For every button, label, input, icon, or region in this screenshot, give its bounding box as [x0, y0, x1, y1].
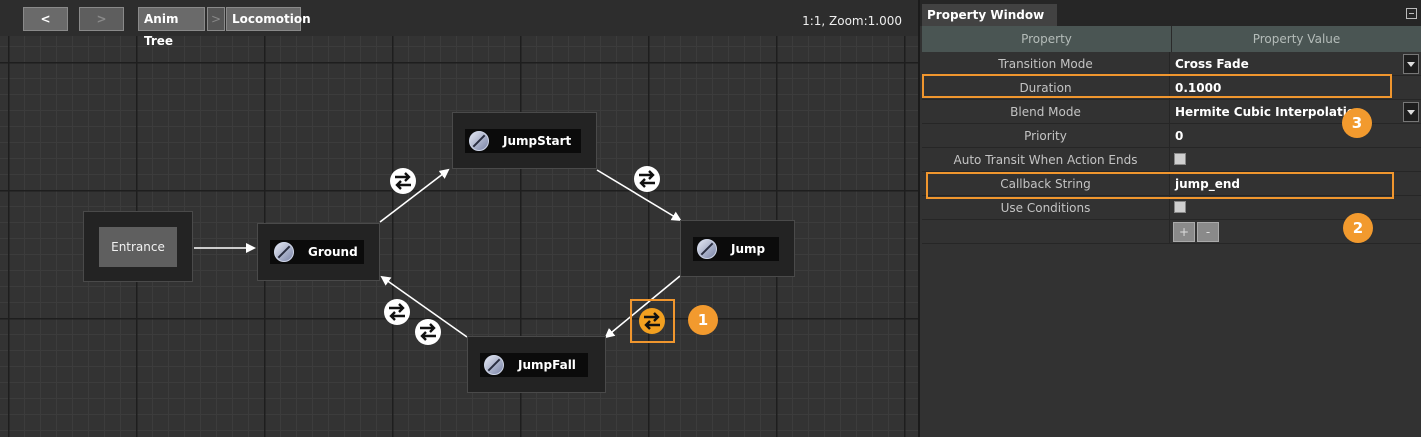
pin-icon[interactable] [1406, 8, 1417, 19]
transition-icon-jumpstart-jump[interactable] [634, 166, 660, 192]
entrance-node[interactable]: Entrance [83, 211, 193, 282]
swap-arrows-icon [644, 312, 660, 330]
blend-mode-select[interactable]: Hermite Cubic Interpolation [1175, 105, 1364, 119]
state-node-label: Ground [308, 245, 358, 259]
transition-mode-select[interactable]: Cross Fade [1175, 57, 1249, 71]
row-priority: Priority 0 [922, 124, 1421, 148]
state-node-jumpfall[interactable]: JumpFall [467, 336, 606, 393]
state-node-ground[interactable]: Ground [257, 223, 380, 281]
callback-highlight [926, 172, 1394, 199]
property-name-empty [922, 220, 1170, 244]
state-icon [274, 242, 294, 262]
back-button[interactable]: < [23, 7, 68, 31]
callout-badge-3: 3 [1342, 108, 1372, 138]
callout-badge-2: 2 [1343, 213, 1373, 243]
transition-ground-jumpstart [379, 168, 450, 223]
property-name: Callback String [922, 172, 1170, 196]
transition-arrows [194, 168, 682, 339]
anim-graph-canvas[interactable]: < > Anim Tree > Locomotion 1:1, Zoom:1.0… [0, 0, 918, 437]
property-name: Transition Mode [922, 52, 1170, 76]
chevron-down-icon[interactable] [1403, 102, 1419, 122]
row-duration: Duration 0.1000 [922, 76, 1421, 100]
property-table-header: Property Property Value [922, 26, 1421, 52]
zoom-readout: 1:1, Zoom:1.000 [802, 14, 902, 28]
state-icon [484, 354, 504, 375]
selected-transition-highlight [630, 299, 675, 343]
header-property-value: Property Value [1252, 32, 1341, 46]
duration-field[interactable]: 0.1000 [1175, 81, 1222, 95]
swap-arrows-icon [389, 303, 405, 321]
use-conditions-checkbox[interactable] [1174, 201, 1186, 213]
header-property: Property [922, 26, 1172, 52]
forward-button[interactable]: > [79, 7, 124, 31]
property-name: Use Conditions [922, 196, 1170, 220]
breadcrumb-anim-tree[interactable]: Anim Tree [138, 7, 205, 48]
property-name: Priority [922, 124, 1170, 148]
priority-field[interactable]: 0 [1175, 129, 1184, 143]
row-transition-mode: Transition Mode Cross Fade [922, 52, 1421, 76]
row-blend-mode: Blend Mode Hermite Cubic Interpolation [922, 100, 1421, 124]
state-node-label: JumpStart [503, 133, 572, 148]
entrance-label: Entrance [99, 227, 177, 267]
state-node-jump[interactable]: Jump [680, 220, 795, 277]
state-node-label: Jump [731, 241, 766, 256]
transition-icon-jumpfall-ground[interactable] [384, 299, 410, 325]
transition-jumpfall-ground [380, 275, 468, 338]
swap-arrows-icon [395, 172, 411, 190]
swap-arrows-icon [420, 323, 436, 341]
callback-string-field[interactable]: jump_end [1175, 177, 1241, 191]
chevron-down-icon[interactable] [1403, 54, 1419, 74]
tab-property-window[interactable]: Property Window [922, 4, 1057, 26]
transition-icon-jump-jumpfall[interactable] [639, 308, 665, 334]
row-callback-string: Callback String jump_end [922, 172, 1421, 196]
auto-transit-checkbox[interactable] [1174, 153, 1186, 165]
state-icon [697, 238, 717, 259]
swap-arrows-icon [639, 170, 655, 188]
transition-icon-ground-jumpfall[interactable] [415, 319, 441, 345]
state-node-jumpstart[interactable]: JumpStart [452, 112, 597, 169]
row-conditions-controls: + - [922, 220, 1421, 244]
add-condition-button[interactable]: + [1173, 222, 1195, 242]
transition-icon-ground-jumpstart[interactable] [390, 168, 416, 194]
property-window: Property Window Property Property Value … [918, 0, 1421, 437]
state-node-label: JumpFall [518, 357, 576, 372]
state-icon [469, 130, 489, 151]
breadcrumb-separator: > [207, 7, 225, 31]
row-auto-transit: Auto Transit When Action Ends [922, 148, 1421, 172]
property-name: Duration [922, 76, 1170, 100]
property-tab-bar: Property Window [920, 0, 1421, 26]
transition-jumpstart-jump [596, 169, 682, 222]
breadcrumb-locomotion[interactable]: Locomotion [226, 7, 311, 31]
row-use-conditions: Use Conditions [922, 196, 1421, 220]
callout-badge-1: 1 [688, 305, 718, 335]
property-name: Blend Mode [922, 100, 1170, 124]
duration-highlight [922, 74, 1392, 98]
remove-condition-button[interactable]: - [1197, 222, 1219, 242]
property-name: Auto Transit When Action Ends [922, 148, 1170, 172]
transition-jump-jumpfall [604, 275, 681, 339]
graph-toolbar: < > Anim Tree > Locomotion 1:1, Zoom:1.0… [0, 0, 918, 48]
